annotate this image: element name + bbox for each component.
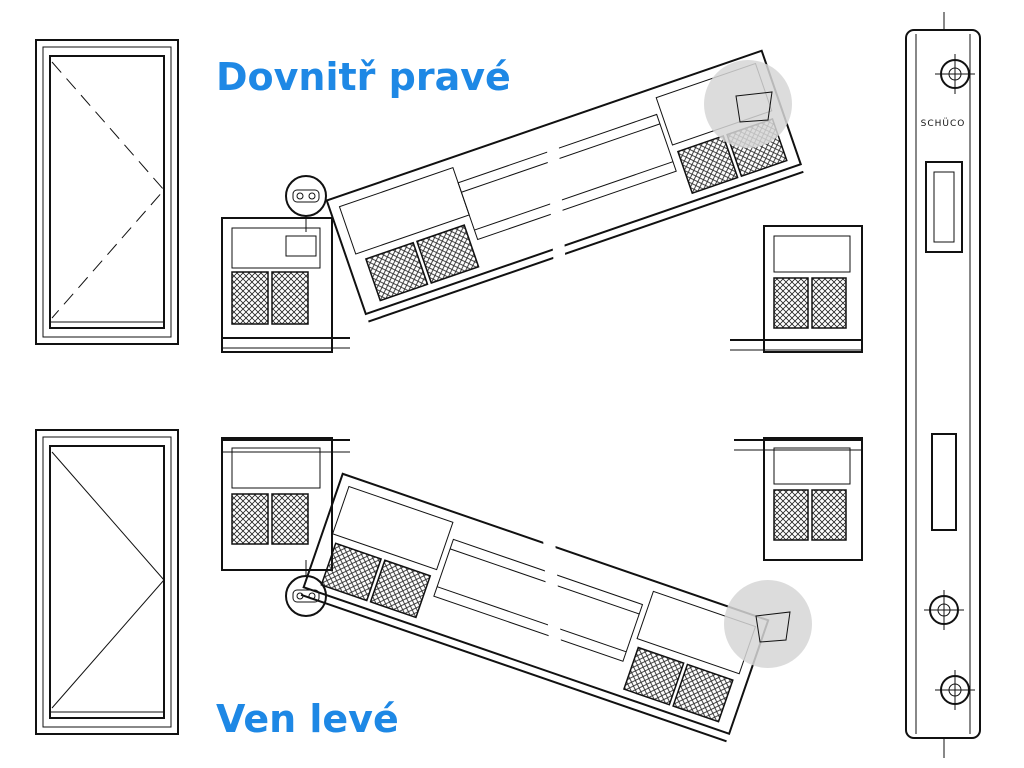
- lock-highlight-top: [704, 60, 792, 148]
- frame-profile-bottom-right: [734, 437, 863, 561]
- lock-brand-label: SCHÜCO: [921, 118, 966, 129]
- hinge-detail-icon: [285, 175, 327, 232]
- frame-profile-top-left: [221, 217, 350, 353]
- frame-profile-bottom-left: [221, 437, 350, 571]
- title-inward-right: Dovnitř pravé: [216, 55, 511, 99]
- lock-highlight-bottom: [724, 580, 812, 668]
- door-elevation-outward-icon: [35, 429, 179, 735]
- title-outward-left: Ven levé: [216, 697, 399, 741]
- lock-faceplate-icon: [905, 12, 981, 758]
- door-elevation-inward-icon: [35, 39, 179, 345]
- frame-profile-top-right: [730, 225, 863, 353]
